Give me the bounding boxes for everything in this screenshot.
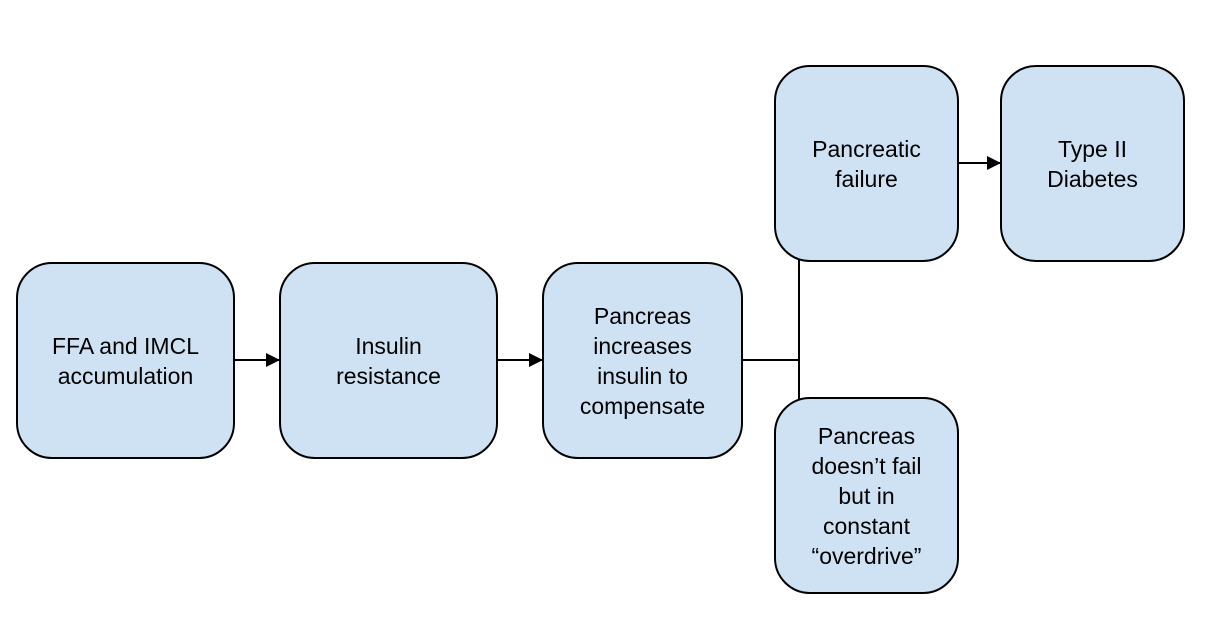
node-ffa-imcl-accumulation: FFA and IMCL accumulation [16,262,235,459]
node-resistance-label: Insulin resistance [336,332,441,389]
node-ffa-label: FFA and IMCL accumulation [51,332,199,389]
node-overdrive-label: Pancreas doesn’t fail but in constant “o… [811,422,922,569]
node-compensate-label: Pancreas increases insulin to compensate [579,302,706,419]
node-diabetes-label: Type II Diabetes [1047,135,1138,192]
node-pancreatic-failure: Pancreatic failure [774,65,959,262]
node-pancreas-overdrive: Pancreas doesn’t fail but in constant “o… [774,397,959,594]
node-pancreas-compensates: Pancreas increases insulin to compensate [542,262,743,459]
node-failure-label: Pancreatic failure [812,135,921,192]
node-insulin-resistance: Insulin resistance [279,262,498,459]
node-type-ii-diabetes: Type II Diabetes [1000,65,1185,262]
